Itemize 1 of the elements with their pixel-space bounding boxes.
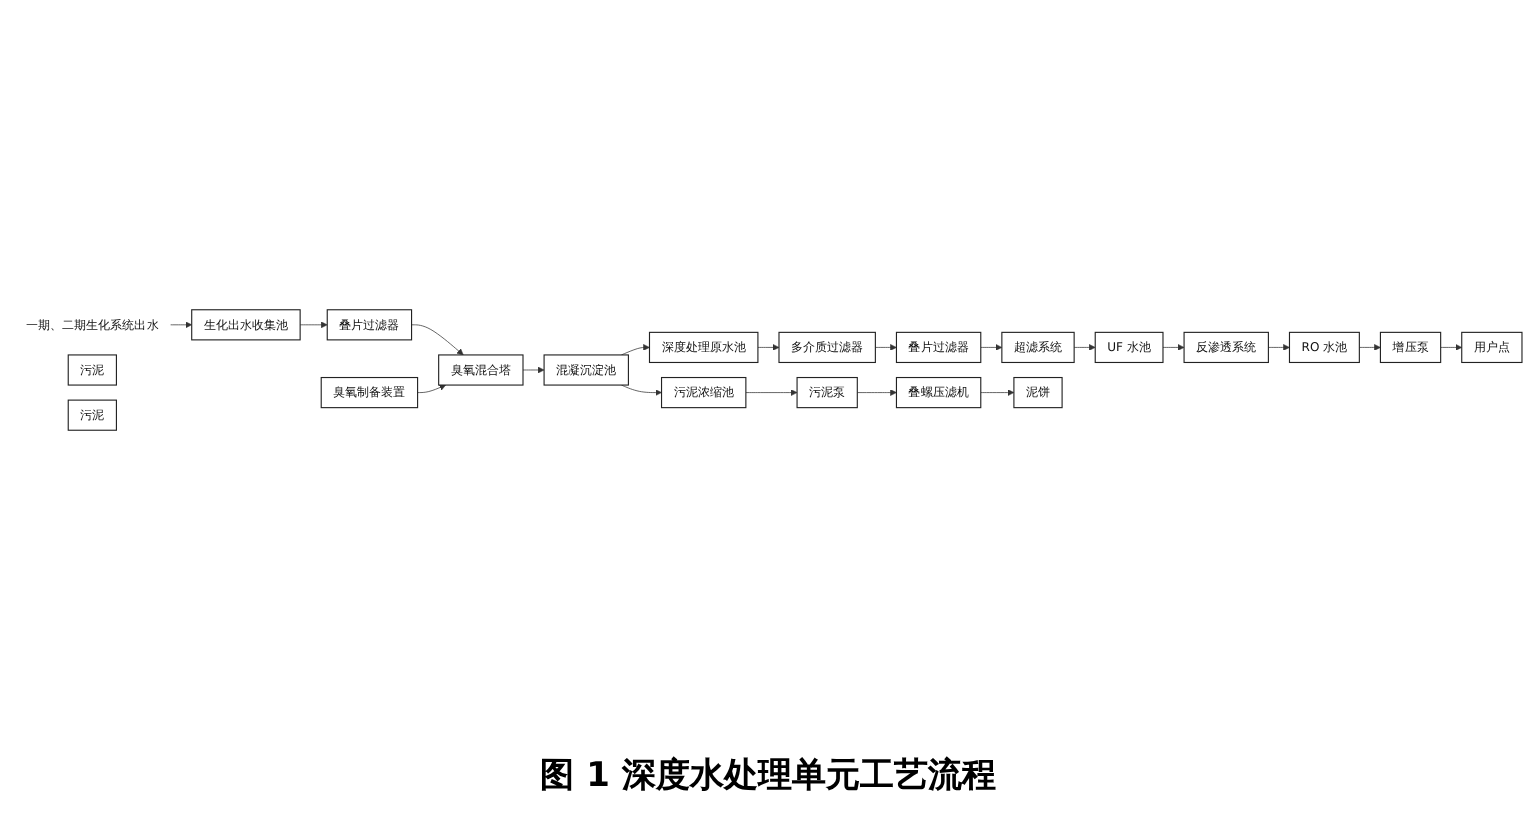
figure-caption: 图 1 深度水处理单元工艺流程 [538,754,998,798]
